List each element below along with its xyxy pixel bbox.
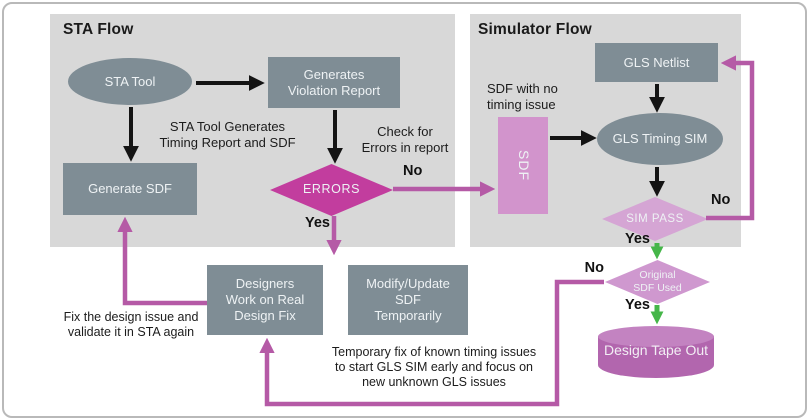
gls-timing-sim-ellipse: GLS Timing SIM xyxy=(597,113,723,165)
sdf-box: SDF xyxy=(498,117,548,214)
sdf-box-label: SDF xyxy=(515,149,532,181)
label-check-errors: Check for Errors in report xyxy=(361,124,449,155)
label-errors-no: No xyxy=(403,163,423,179)
sta-tool-ellipse: STA Tool xyxy=(68,58,192,105)
design-tape-out-cylinder: Design Tape Out xyxy=(598,326,714,378)
violation-report-box: Generates Violation Report xyxy=(268,57,400,108)
label-origsdf-no: No xyxy=(584,260,604,276)
cylinder-top xyxy=(598,326,714,347)
label-sta-generates: STA Tool Generates Timing Report and SDF xyxy=(159,119,296,150)
label-sdf-note: SDF with no timing issue xyxy=(487,81,558,112)
label-simpass-yes: Yes xyxy=(625,231,650,247)
note-fix-design: Fix the design issue and validate it in … xyxy=(63,310,199,339)
generate-sdf-box: Generate SDF xyxy=(63,163,197,215)
sta-flow-title: STA Flow xyxy=(63,21,134,38)
gls-netlist-box: GLS Netlist xyxy=(595,43,718,82)
designers-box: Designers Work on Real Design Fix xyxy=(207,265,323,335)
simulator-flow-title: Simulator Flow xyxy=(478,21,592,38)
label-errors-yes: Yes xyxy=(305,215,330,231)
design-tape-out-label: Design Tape Out xyxy=(603,342,709,358)
note-temporary-fix: Temporary fix of known timing issues to … xyxy=(331,345,537,389)
label-simpass-no: No xyxy=(711,192,731,208)
modify-sdf-box: Modify/Update SDF Temporarily xyxy=(348,265,468,335)
label-origsdf-yes: Yes xyxy=(625,297,650,313)
